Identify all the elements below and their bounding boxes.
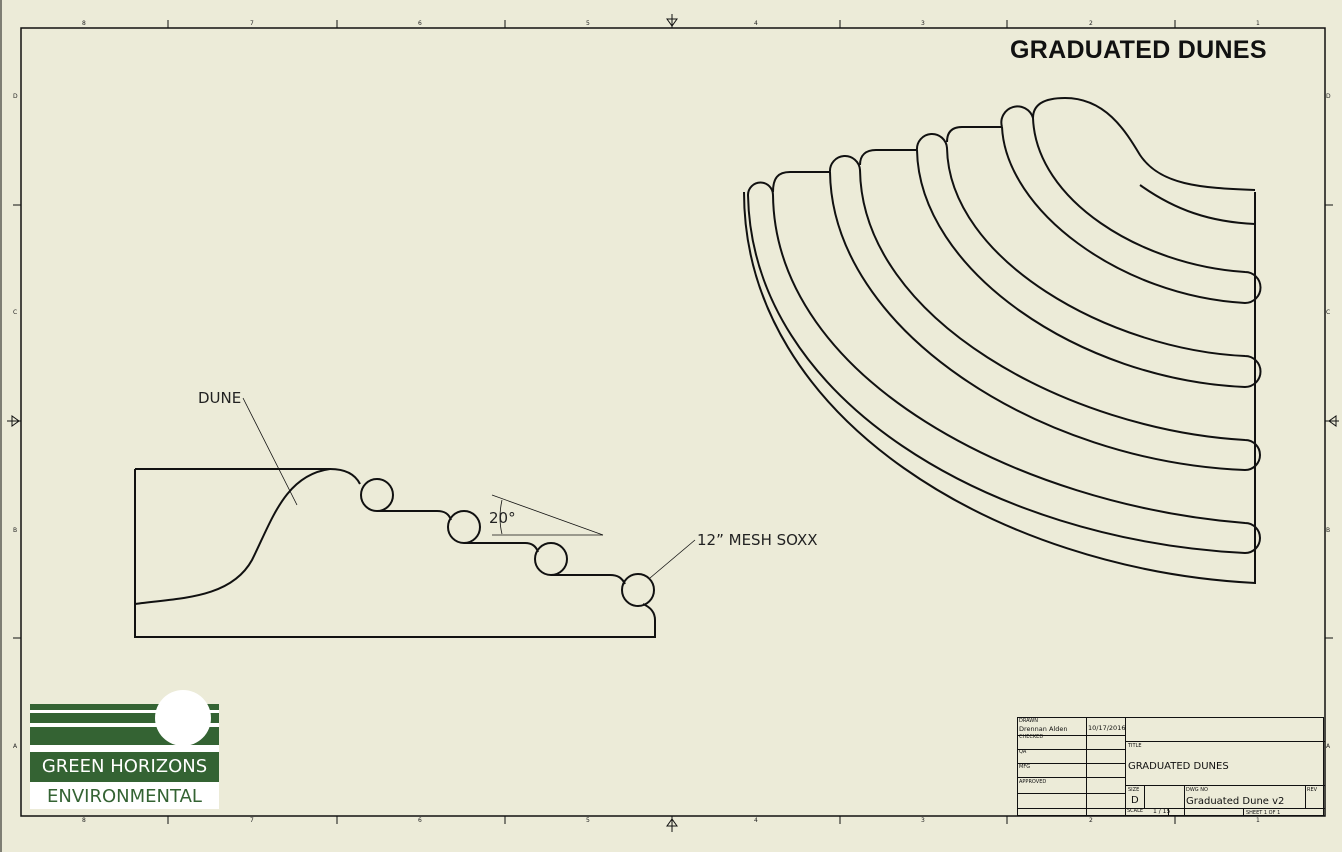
zone-row-label: D <box>1326 93 1331 100</box>
sheet-border <box>20 27 1326 817</box>
mfg-label: MFG <box>1019 764 1031 770</box>
dwg-no-value: Graduated Dune v2 <box>1186 796 1285 807</box>
zone-row-label: B <box>1326 527 1331 534</box>
approved-label: APPROVED <box>1019 779 1047 785</box>
angle-dimension: 20° <box>489 509 516 527</box>
sun-icon <box>155 690 211 746</box>
title-block: DRAWN Drennan Alden 10/17/2016 CHECKED Q… <box>1017 717 1325 816</box>
scale-value: 1 / 15 <box>1153 808 1171 815</box>
zone-col-label: 3 <box>921 817 925 824</box>
dune-callout: DUNE <box>198 389 242 407</box>
dune-leader <box>242 397 298 506</box>
zone-row-label: A <box>1326 743 1331 750</box>
zone-col-label: 7 <box>250 20 254 27</box>
mesh-soxx-1 <box>360 478 394 512</box>
zone-col-label: 2 <box>1089 20 1093 27</box>
zone-row-label: C <box>1326 309 1331 316</box>
zone-row-label: A <box>13 743 18 750</box>
soxx-leader <box>649 539 696 579</box>
zone-col-label: 3 <box>921 20 925 27</box>
zone-col-label: 6 <box>418 20 422 27</box>
zone-row-label: C <box>13 309 18 316</box>
zone-col-label: 4 <box>754 817 758 824</box>
drawn-label: DRAWN <box>1019 718 1038 724</box>
size-label: SIZE <box>1128 787 1140 793</box>
size-value: D <box>1131 795 1139 806</box>
dune-profile <box>134 468 331 605</box>
zone-col-label: 6 <box>418 817 422 824</box>
drawn-by: Drennan Alden <box>1019 725 1068 733</box>
sheet-number: SHEET 1 OF 1 <box>1246 810 1281 816</box>
plan-view <box>743 96 1262 585</box>
zone-col-label: 2 <box>1089 817 1093 824</box>
mesh-soxx-3 <box>534 542 568 576</box>
logo-line-2: ENVIRONMENTAL <box>47 786 202 807</box>
company-logo: GREEN HORIZONS ENVIRONMENTAL <box>30 690 219 809</box>
drawn-date: 10/17/2016 <box>1088 724 1126 732</box>
logo-line-1: GREEN HORIZONS <box>30 752 219 782</box>
zone-col-label: 4 <box>754 20 758 27</box>
rev-label: REV <box>1307 787 1318 793</box>
drawing-title: GRADUATED DUNES <box>1010 36 1267 64</box>
title-label: TITLE <box>1128 743 1142 749</box>
scale-label: SCALE <box>1127 808 1144 814</box>
mesh-soxx-2 <box>447 510 481 544</box>
zone-col-label: 1 <box>1256 20 1260 27</box>
zone-col-label: 5 <box>586 817 590 824</box>
zone-col-label: 8 <box>82 20 86 27</box>
zone-col-label: 5 <box>586 20 590 27</box>
angle-line-slope <box>491 494 604 536</box>
checked-label: CHECKED <box>1019 734 1044 740</box>
qa-label: QA <box>1019 749 1027 755</box>
dwg-no-label: DWG NO <box>1186 787 1208 793</box>
title-value: GRADUATED DUNES <box>1128 761 1229 772</box>
zone-row-label: B <box>13 527 18 534</box>
zone-col-label: 7 <box>250 817 254 824</box>
mesh-soxx-4 <box>621 573 655 607</box>
soxx-callout: 12” MESH SOXX <box>697 531 818 549</box>
zone-ticks <box>7 14 1339 832</box>
angle-arc <box>499 499 503 535</box>
zone-col-label: 8 <box>82 817 86 824</box>
zone-row-label: D <box>13 93 18 100</box>
section-view <box>134 468 656 638</box>
zone-col-label: 1 <box>1256 817 1260 824</box>
